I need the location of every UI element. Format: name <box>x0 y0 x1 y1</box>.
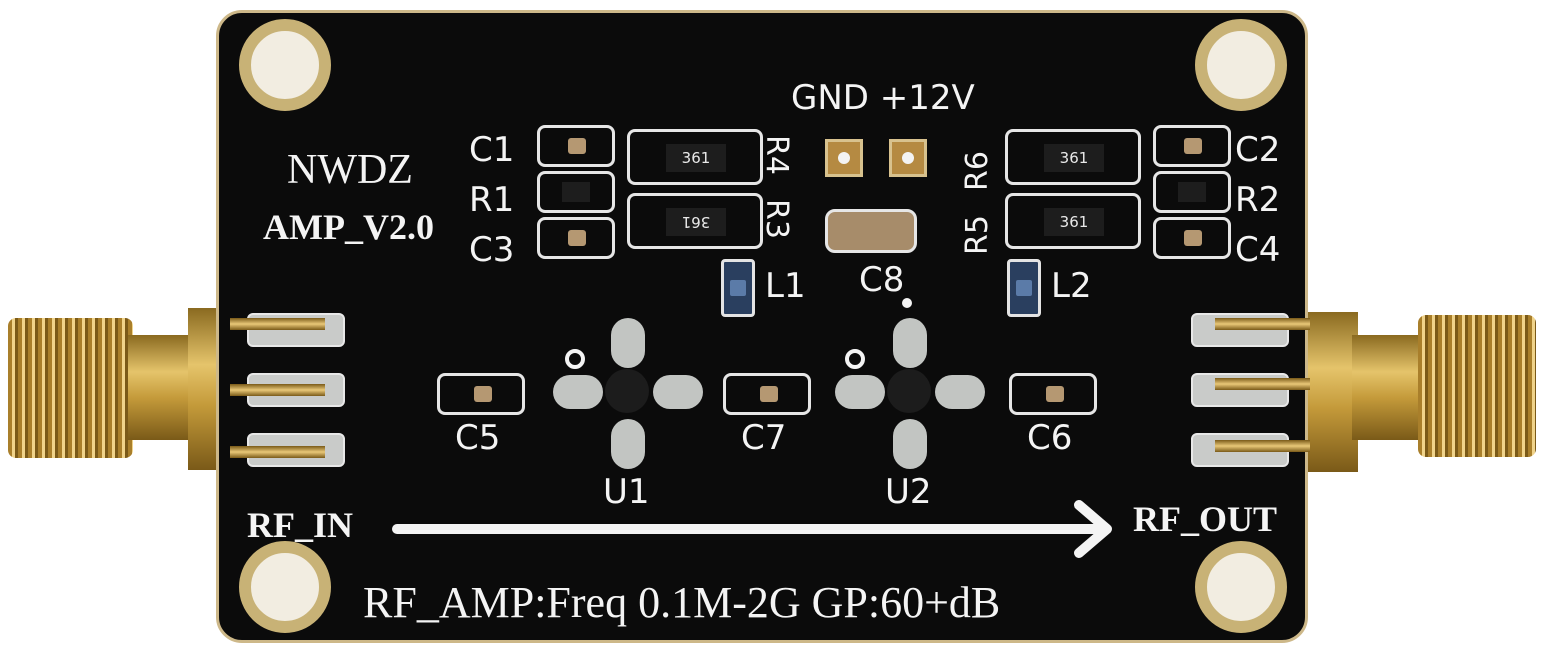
label-r6: R6 <box>960 151 995 191</box>
rf-in-label: RF_IN <box>247 505 353 545</box>
output-connector-body <box>1352 335 1424 440</box>
label-c1: C1 <box>469 130 515 170</box>
c8-polarity-dot <box>902 298 912 308</box>
label-r3: R3 <box>759 199 794 239</box>
label-r2: R2 <box>1235 180 1281 220</box>
label-c5: C5 <box>455 418 501 458</box>
label-r1: R1 <box>469 180 515 220</box>
c4-footprint <box>1153 217 1231 259</box>
label-l2: L2 <box>1051 266 1092 306</box>
output-pin-center <box>1215 378 1310 390</box>
rf-out-label: RF_OUT <box>1133 499 1277 539</box>
output-pin-top <box>1215 318 1310 330</box>
r5-resistor: 361 <box>1044 208 1104 236</box>
label-r4: R4 <box>759 135 794 175</box>
label-c8: C8 <box>859 260 905 300</box>
u1-pin1-marker <box>565 349 585 369</box>
label-c7: C7 <box>741 418 787 458</box>
label-c3: C3 <box>469 230 515 270</box>
mounting-hole <box>1195 19 1287 111</box>
label-u2: U2 <box>885 472 932 512</box>
input-pin-top <box>230 318 325 330</box>
c6-footprint <box>1009 373 1097 415</box>
input-pin-center <box>230 384 325 396</box>
model-label: AMP_V2.0 <box>263 207 434 247</box>
spec-line: RF_AMP:Freq 0.1M-2G GP:60+dB <box>363 578 1001 627</box>
power-label: GND +12V <box>791 78 975 118</box>
gnd-pad <box>825 139 863 177</box>
c1-footprint <box>537 125 615 167</box>
r3-resistor: 361 <box>666 208 726 236</box>
pcb-board: NWDZ AMP_V2.0 GND +12V C1 R1 C3 361 361 … <box>216 10 1308 643</box>
c3-footprint <box>537 217 615 259</box>
c5-footprint <box>437 373 525 415</box>
r2-footprint <box>1153 171 1231 213</box>
label-c2: C2 <box>1235 130 1281 170</box>
l2-inductor <box>1007 259 1041 317</box>
signal-flow-arrow-icon <box>392 500 1112 558</box>
output-connector-thread <box>1418 315 1536 457</box>
u2-pin1-marker <box>845 349 865 369</box>
output-connector-flange <box>1308 312 1358 472</box>
label-l1: L1 <box>765 266 806 306</box>
r6-footprint: 361 <box>1005 129 1141 185</box>
l1-inductor <box>721 259 755 317</box>
vcc-pad <box>889 139 927 177</box>
label-c4: C4 <box>1235 230 1281 270</box>
c7-footprint <box>723 373 811 415</box>
mounting-hole <box>239 541 331 633</box>
r5-footprint: 361 <box>1005 193 1141 249</box>
label-u1: U1 <box>603 472 650 512</box>
r4-footprint: 361 <box>627 129 763 185</box>
c8-capacitor <box>825 209 917 253</box>
r3-footprint: 361 <box>627 193 763 249</box>
label-r5: R5 <box>960 215 995 255</box>
output-pin-bottom <box>1215 440 1310 452</box>
r6-resistor: 361 <box>1044 144 1104 172</box>
r4-resistor: 361 <box>666 144 726 172</box>
input-connector-thread <box>8 318 133 458</box>
mounting-hole <box>239 19 331 111</box>
c2-footprint <box>1153 125 1231 167</box>
mounting-hole <box>1195 541 1287 633</box>
input-pin-bottom <box>230 446 325 458</box>
input-connector-body <box>128 335 192 440</box>
label-c6: C6 <box>1027 418 1073 458</box>
brand-label: NWDZ <box>287 147 413 193</box>
r1-footprint <box>537 171 615 213</box>
